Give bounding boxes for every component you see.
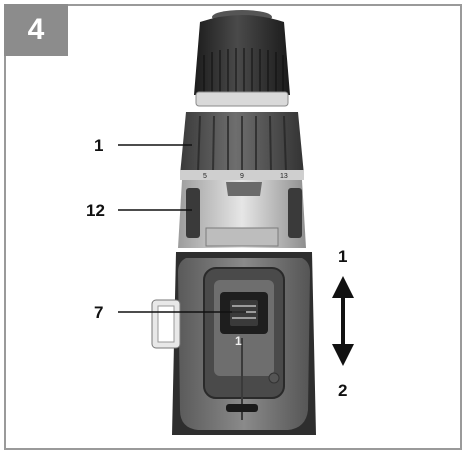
figure-number-badge: 4 [4, 4, 68, 56]
callout-torque-collar: 1 [94, 136, 104, 155]
gear-selector-housing [178, 180, 306, 248]
torque-collar [180, 112, 304, 180]
callout-gear-selector: 12 [86, 201, 105, 220]
chuck [194, 10, 290, 107]
callout-direction-switch: 7 [94, 303, 104, 322]
collar-scale-13: 13 [280, 173, 288, 180]
collar-scale-5: 5 [203, 173, 207, 180]
arrow-label-top: 1 [338, 247, 348, 266]
double-arrow-icon [332, 276, 354, 366]
collar-scale-9: 9 [240, 173, 244, 180]
switch-marking: 1 [235, 334, 242, 348]
drill-body [151, 252, 316, 435]
arrow-label-bottom: 2 [338, 381, 348, 400]
